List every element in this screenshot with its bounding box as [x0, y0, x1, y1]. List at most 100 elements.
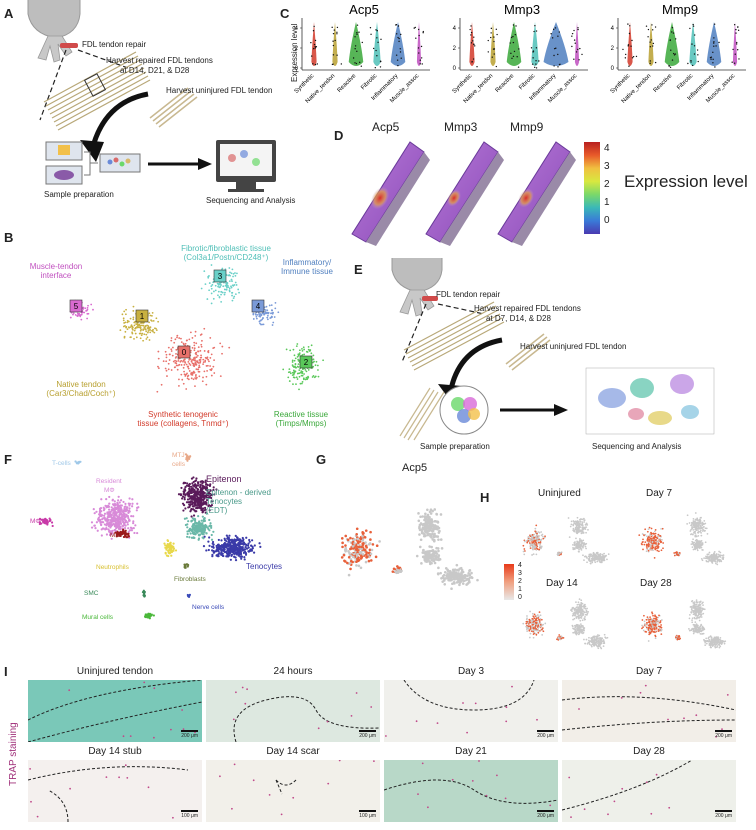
feature-point [708, 555, 711, 558]
feature-point [356, 553, 359, 556]
umap-point [303, 373, 305, 375]
violin-point [555, 47, 557, 49]
feature-point [583, 519, 586, 522]
feature-point [694, 546, 697, 549]
feature-point [574, 528, 577, 531]
panel-f-label-resident: Resident [96, 478, 122, 485]
violin-point [535, 60, 537, 62]
umap-point [196, 525, 199, 528]
umap-point [152, 319, 155, 322]
violin-mark [531, 22, 539, 66]
violin-point [376, 55, 378, 57]
feature-point [536, 545, 539, 548]
umap-point [186, 375, 189, 378]
umap-point [77, 313, 80, 316]
feature-point [644, 541, 647, 543]
panel-letter-d: D [334, 128, 344, 143]
umap-point [232, 275, 234, 278]
umap-point [220, 290, 223, 293]
violin-point [310, 41, 312, 44]
umap-point [183, 496, 186, 499]
feature-point [529, 547, 532, 550]
feature-point [426, 523, 429, 526]
umap-point [185, 363, 188, 366]
violin-point [510, 52, 512, 55]
umap-point [233, 552, 236, 555]
violin-point [577, 48, 579, 51]
violin-point [493, 40, 495, 43]
umap-point [177, 364, 179, 367]
umap-point [191, 526, 194, 529]
umap-point [184, 493, 187, 496]
violin-point [692, 25, 695, 27]
violin-point [332, 44, 335, 47]
violin-point [558, 31, 560, 33]
panel-c-category-label: Fibrotic [360, 73, 378, 91]
feature-point [719, 551, 722, 554]
feature-point [573, 520, 576, 523]
panel-e-harvest-uninjured: Harvest uninjured FDL tendon [520, 342, 627, 351]
feature-point [676, 553, 678, 556]
umap-point [103, 523, 107, 526]
feature-point [647, 549, 650, 552]
violin-point [310, 55, 313, 57]
umap-point [149, 326, 152, 329]
violin-point [577, 28, 579, 31]
violin-point [531, 63, 534, 65]
violin-point [694, 34, 696, 36]
umap-point [130, 529, 134, 532]
feature-point [532, 553, 535, 556]
feature-point [359, 566, 363, 570]
feature-point [589, 553, 592, 556]
umap-point [313, 360, 315, 363]
umap-point [147, 613, 150, 616]
violin-point [495, 65, 498, 68]
panel-a-schematic [27, 0, 276, 192]
feature-point [649, 534, 651, 537]
feature-point [649, 533, 651, 536]
umap-point [239, 555, 242, 558]
umap-point [144, 325, 147, 327]
violin-point [575, 51, 578, 53]
feature-point [527, 536, 530, 538]
umap-point [312, 358, 315, 361]
umap-point [185, 517, 188, 520]
umap-point [301, 372, 304, 375]
panel-c-category-label: Fibrotic [518, 73, 536, 91]
feature-point [417, 512, 420, 515]
umap-point [230, 285, 232, 288]
feature-point [581, 619, 584, 622]
feature-point [701, 559, 704, 562]
umap-point [262, 323, 265, 326]
umap-point [184, 489, 187, 492]
umap-point [193, 503, 196, 506]
umap-point [145, 338, 148, 340]
feature-point [583, 605, 586, 608]
umap-point [157, 320, 160, 323]
feature-point [428, 545, 431, 548]
umap-point [198, 486, 202, 489]
umap-point [147, 330, 150, 332]
feature-point [655, 542, 657, 544]
umap-point [135, 323, 137, 325]
umap-point [207, 492, 210, 496]
feature-point [572, 548, 575, 551]
feature-point [580, 601, 583, 604]
feature-point [430, 549, 434, 553]
umap-point [225, 546, 228, 549]
violin-point [495, 28, 498, 31]
violin-point [671, 59, 674, 61]
violin-point [647, 28, 650, 31]
feature-point [573, 542, 576, 544]
umap-point [132, 316, 135, 319]
feature-point [531, 617, 534, 620]
umap-point [231, 294, 233, 297]
violin-point [559, 63, 561, 66]
feature-point [585, 611, 587, 614]
feature-point [580, 518, 583, 521]
umap-point [248, 540, 251, 543]
umap-point [110, 506, 113, 509]
feature-point [536, 623, 539, 626]
umap-point [157, 350, 160, 353]
feature-point [582, 610, 585, 613]
